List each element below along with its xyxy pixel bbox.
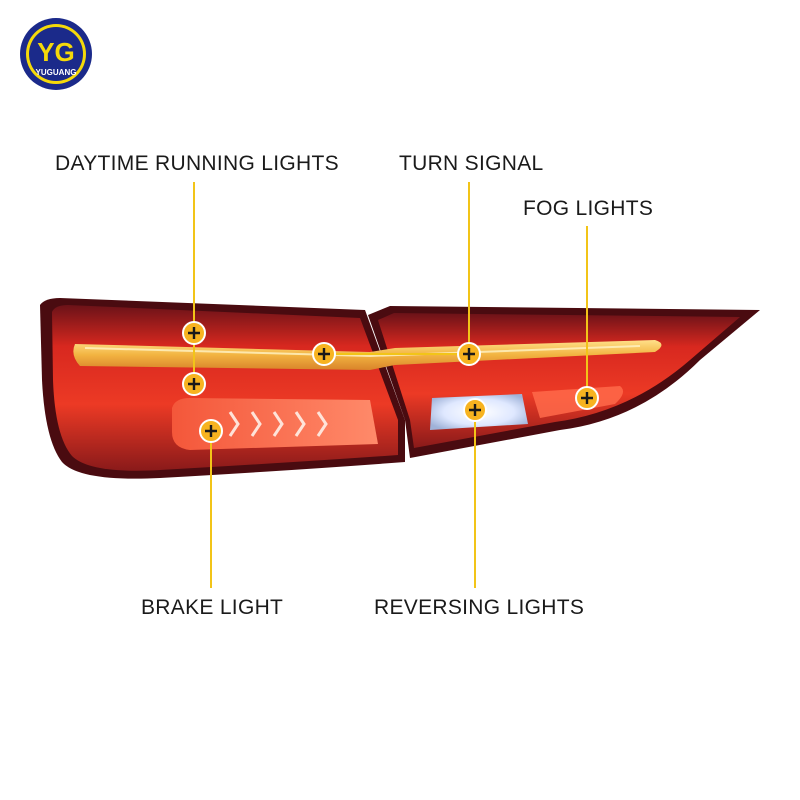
marker-drl-lower bbox=[182, 372, 206, 396]
label-reversing-lights: REVERSING LIGHTS bbox=[374, 596, 585, 619]
yuguang-logo: YG YUGUANG bbox=[20, 18, 92, 90]
brake-light-block bbox=[172, 398, 378, 450]
label-fog-lights: FOG LIGHTS bbox=[523, 197, 654, 220]
amber-strip-highlight bbox=[84, 345, 641, 358]
marker-turn-right bbox=[457, 342, 481, 366]
logo-wordmark: YUGUANG bbox=[36, 68, 77, 77]
brake-light-chevrons bbox=[228, 411, 328, 437]
label-brake-light: BRAKE LIGHT bbox=[141, 596, 284, 619]
logo-inner bbox=[29, 27, 83, 81]
label-daytime-running-lights: DAYTIME RUNNING LIGHTS bbox=[55, 152, 339, 175]
marker-fog bbox=[575, 386, 599, 410]
marker-brake bbox=[199, 419, 223, 443]
marker-drl-upper bbox=[182, 321, 206, 345]
label-turn-signal: TURN SIGNAL bbox=[399, 152, 544, 175]
logo-monogram: YG bbox=[37, 37, 75, 67]
leader-lines bbox=[193, 182, 588, 588]
callout-markers bbox=[182, 321, 599, 443]
marker-reverse bbox=[463, 398, 487, 422]
marker-turn-left bbox=[312, 342, 336, 366]
